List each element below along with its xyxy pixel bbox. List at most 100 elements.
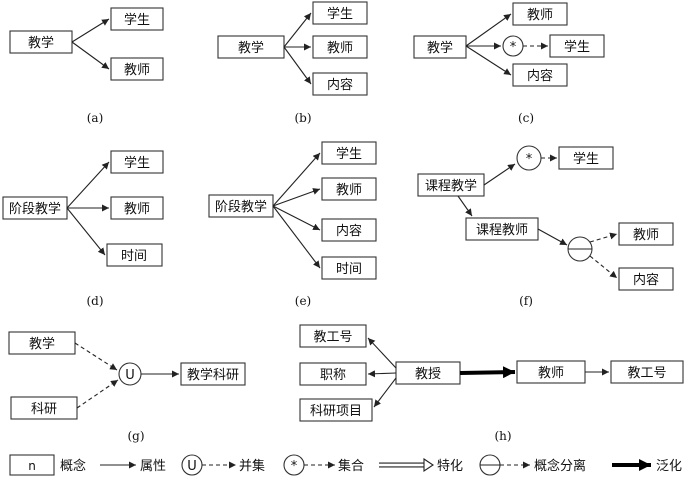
node-h-attr-1 xyxy=(299,324,367,348)
edge-g-1 xyxy=(74,342,118,371)
node-h-attr-3 xyxy=(299,398,373,422)
node-e-child-4-label: 时间 xyxy=(336,262,362,277)
edge-g-2 xyxy=(76,379,119,409)
node-f-set-child xyxy=(558,146,614,170)
node-c-child-2 xyxy=(549,34,605,58)
node-a-child-1-label: 学生 xyxy=(124,12,150,28)
node-g-input-2-label: 科研 xyxy=(31,402,57,417)
node-g-result-label: 教学科研 xyxy=(187,367,239,383)
edge-c-1 xyxy=(465,13,512,47)
node-e-child-3-label: 内容 xyxy=(336,223,362,239)
node-c-root xyxy=(413,35,467,59)
node-d-child-3 xyxy=(106,243,163,267)
node-h-general-attr xyxy=(610,360,684,384)
node-h-attr-2 xyxy=(299,362,367,386)
edge-b-3 xyxy=(283,46,312,85)
node-f-sep-child-1-label: 教师 xyxy=(633,227,659,243)
node-a-child-2-label: 教师 xyxy=(124,62,150,78)
legend-union-symbol: U xyxy=(187,459,197,474)
node-d-child-1-label: 学生 xyxy=(124,155,150,171)
node-c-child-3 xyxy=(512,63,568,87)
node-h-root-label: 教授 xyxy=(415,366,441,382)
node-f-sep-child-2 xyxy=(618,267,674,291)
edge-d-1 xyxy=(66,161,110,209)
edge-a-1 xyxy=(71,18,110,43)
legend-separation-label: 概念分离 xyxy=(534,458,586,474)
node-f-root-label: 课程教学 xyxy=(425,178,477,194)
node-c-child-1-label: 教师 xyxy=(527,7,553,23)
node-f-sep-child-2-label: 内容 xyxy=(633,272,659,288)
node-b-child-3-label: 内容 xyxy=(327,77,353,93)
node-e-child-1-label: 学生 xyxy=(336,146,362,162)
node-e-child-3 xyxy=(321,218,377,242)
legend-set-label: 集合 xyxy=(338,458,364,474)
edge-c-3 xyxy=(465,45,512,76)
node-e-root-label: 阶段教学 xyxy=(215,199,267,215)
set-operator-f-symbol: * xyxy=(526,152,533,167)
edge-e-1 xyxy=(272,152,321,207)
edge-f-sep-2 xyxy=(589,255,618,279)
node-g-input-1-label: 教学 xyxy=(29,336,55,352)
panel-c: 教学 教师 学生 内容 * (c) xyxy=(413,2,605,125)
legend-specialization-label: 特化 xyxy=(437,459,463,474)
node-f-sub-label: 课程教师 xyxy=(476,222,528,238)
caption-b: (b) xyxy=(294,111,311,125)
node-h-general-attr-label: 教工号 xyxy=(627,365,666,381)
legend-concept-box xyxy=(9,454,55,476)
node-f-set-child-label: 学生 xyxy=(573,151,599,167)
edge-e-2 xyxy=(272,188,321,207)
node-b-child-1 xyxy=(312,1,368,25)
node-h-attr-1-label: 教工号 xyxy=(313,329,352,345)
legend-set-symbol: * xyxy=(291,459,298,474)
edge-f-root-set xyxy=(483,163,516,186)
caption-e: (e) xyxy=(295,294,311,308)
edge-a-2 xyxy=(71,41,110,70)
panel-a: 教学 学生 教师 (a) xyxy=(9,7,164,125)
panel-d: 阶段教学 学生 教师 时间 (d) xyxy=(2,150,164,308)
node-d-child-3-label: 时间 xyxy=(121,249,147,264)
node-h-attr-2-label: 职称 xyxy=(320,368,346,383)
node-h-general-label: 教师 xyxy=(538,365,564,381)
caption-f: (f) xyxy=(519,294,533,308)
legend-generalization-label: 泛化 xyxy=(656,459,682,474)
caption-h: (h) xyxy=(494,429,511,443)
node-e-child-2 xyxy=(321,177,377,201)
set-operator-c-symbol: * xyxy=(510,40,517,55)
legend-union-label: 并集 xyxy=(239,458,265,474)
node-c-child-3-label: 内容 xyxy=(527,68,553,84)
panel-f: 课程教学 * 学生 课程教师 教师 内容 (f) xyxy=(417,145,674,308)
node-f-sep-child-1 xyxy=(618,222,674,246)
node-b-child-2-label: 教师 xyxy=(327,40,353,56)
node-d-child-1 xyxy=(110,150,164,174)
caption-d: (d) xyxy=(86,294,103,308)
legend-attribute-label: 属性 xyxy=(140,459,166,474)
caption-g: (g) xyxy=(127,429,144,443)
node-e-child-2-label: 教师 xyxy=(336,182,362,198)
edge-f-sep-1 xyxy=(589,232,618,243)
legend-concept-label: 概念 xyxy=(60,458,86,474)
panel-g: 教学 科研 U 教学科研 (g) xyxy=(8,331,246,443)
node-c-root-label: 教学 xyxy=(427,40,453,56)
edge-b-1 xyxy=(283,12,312,48)
union-operator-g-symbol: U xyxy=(125,368,135,383)
legend: n 概念 属性 U 并集 * 集合 特化 概念分离 泛化 xyxy=(9,454,682,476)
node-e-child-1 xyxy=(321,141,377,165)
edge-e-3 xyxy=(272,205,321,231)
legend-specialization-arrowhead xyxy=(423,457,434,473)
node-d-root-label: 阶段教学 xyxy=(9,201,61,217)
node-b-child-1-label: 学生 xyxy=(327,6,353,22)
panel-h: 教工号 职称 科研项目 教授 教师 教工号 (h) xyxy=(299,324,684,443)
node-c-child-2-label: 学生 xyxy=(564,39,590,55)
caption-c: (c) xyxy=(518,111,534,125)
node-d-child-2-label: 教师 xyxy=(124,201,150,217)
edge-d-3 xyxy=(66,207,106,256)
panel-e: 阶段教学 学生 教师 内容 时间 (e) xyxy=(208,141,377,308)
node-e-child-4 xyxy=(321,256,377,280)
edge-e-4 xyxy=(272,205,321,269)
edge-h-attr-2 xyxy=(367,370,397,378)
node-a-child-2 xyxy=(110,57,164,81)
generalization-arrow-h xyxy=(459,366,516,379)
edge-h-attr-1 xyxy=(367,337,397,369)
node-a-child-1 xyxy=(110,7,164,31)
